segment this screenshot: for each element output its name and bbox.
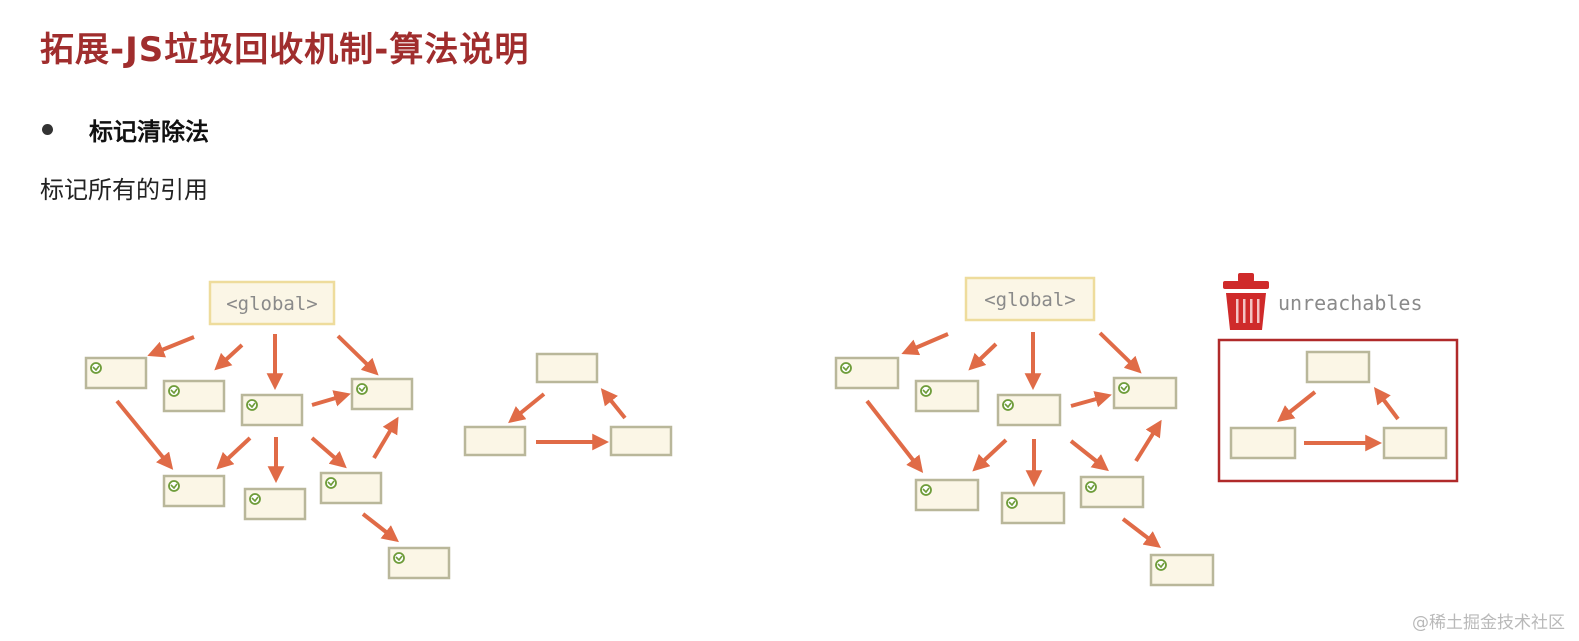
reference-arrow	[1373, 386, 1400, 421]
reachable-mark-icon	[168, 480, 180, 492]
reachable-mark-icon	[840, 362, 852, 374]
global-root-node: <global>	[208, 280, 336, 326]
object-node	[240, 393, 304, 427]
object-node	[609, 425, 673, 457]
reference-arrow	[1134, 419, 1162, 463]
watermark: @稀土掘金技术社区	[1412, 613, 1565, 633]
object-node	[84, 356, 148, 390]
object-node	[387, 546, 451, 580]
reachable-mark-icon	[356, 383, 368, 395]
reference-arrow	[600, 388, 627, 420]
object-node	[162, 474, 226, 508]
unreachable-node	[1229, 426, 1297, 460]
reachable-mark-icon	[1006, 497, 1018, 509]
object-node	[834, 356, 900, 390]
reference-arrow	[372, 416, 399, 460]
object-node	[535, 352, 599, 384]
object-node	[350, 377, 414, 411]
reference-arrow	[310, 436, 347, 469]
reference-arrow	[1277, 390, 1317, 423]
reference-arrow	[336, 334, 379, 376]
object-node	[243, 487, 307, 521]
reference-arrow	[865, 399, 924, 473]
object-node	[996, 393, 1062, 427]
unreachables-frame	[1217, 338, 1459, 483]
bullet-label: 标记清除法	[89, 118, 209, 146]
reference-arrow	[361, 512, 399, 543]
left-reference-graph: <global>	[84, 280, 673, 580]
reachable-mark-icon	[920, 385, 932, 397]
object-node	[319, 471, 383, 505]
reference-arrow	[147, 335, 195, 358]
object-node	[1149, 553, 1215, 587]
object-node	[1000, 491, 1066, 525]
object-node	[463, 425, 527, 457]
global-root-node: <global>	[964, 276, 1096, 322]
unreachable-node	[1382, 426, 1448, 460]
reference-arrow	[216, 436, 252, 470]
object-node	[1112, 376, 1178, 410]
reference-arrow	[968, 342, 998, 371]
right-reference-graph: <global> unreachables	[834, 273, 1459, 587]
reference-arrow	[1069, 439, 1109, 472]
object-node	[914, 379, 980, 413]
reachable-mark-icon	[90, 362, 102, 374]
reachable-mark-icon	[920, 484, 932, 496]
bullet-dot-icon	[42, 124, 53, 135]
reachable-mark-icon	[168, 385, 180, 397]
reachable-mark-icon	[325, 477, 337, 489]
reachable-mark-icon	[393, 552, 405, 564]
object-node	[1079, 475, 1145, 509]
global-root-label: <global>	[984, 289, 1076, 311]
reference-arrow	[115, 399, 174, 470]
unreachable-node	[1305, 350, 1371, 384]
unreachables-label: unreachables	[1278, 291, 1423, 315]
reachable-mark-icon	[1118, 382, 1130, 394]
reference-arrow	[311, 390, 351, 407]
global-root-label: <global>	[226, 293, 318, 315]
reference-arrow	[972, 438, 1008, 472]
object-node	[162, 379, 226, 413]
reference-arrow	[508, 392, 546, 424]
reference-arrow	[901, 332, 949, 356]
reference-arrow	[1098, 331, 1142, 374]
reference-arrow	[1121, 517, 1162, 549]
bullet-item: 标记清除法	[42, 112, 209, 147]
reachable-mark-icon	[1155, 559, 1167, 571]
reachable-mark-icon	[249, 493, 261, 505]
reachable-mark-icon	[246, 399, 258, 411]
reachable-mark-icon	[1002, 399, 1014, 411]
reference-arrow	[214, 343, 244, 371]
object-node	[914, 478, 980, 512]
trash-can-icon	[1223, 273, 1269, 330]
page-title: 拓展-JS垃圾回收机制-算法说明	[40, 30, 530, 70]
reachable-mark-icon	[1085, 481, 1097, 493]
reference-arrow	[1070, 391, 1112, 408]
description-text: 标记所有的引用	[40, 176, 208, 204]
